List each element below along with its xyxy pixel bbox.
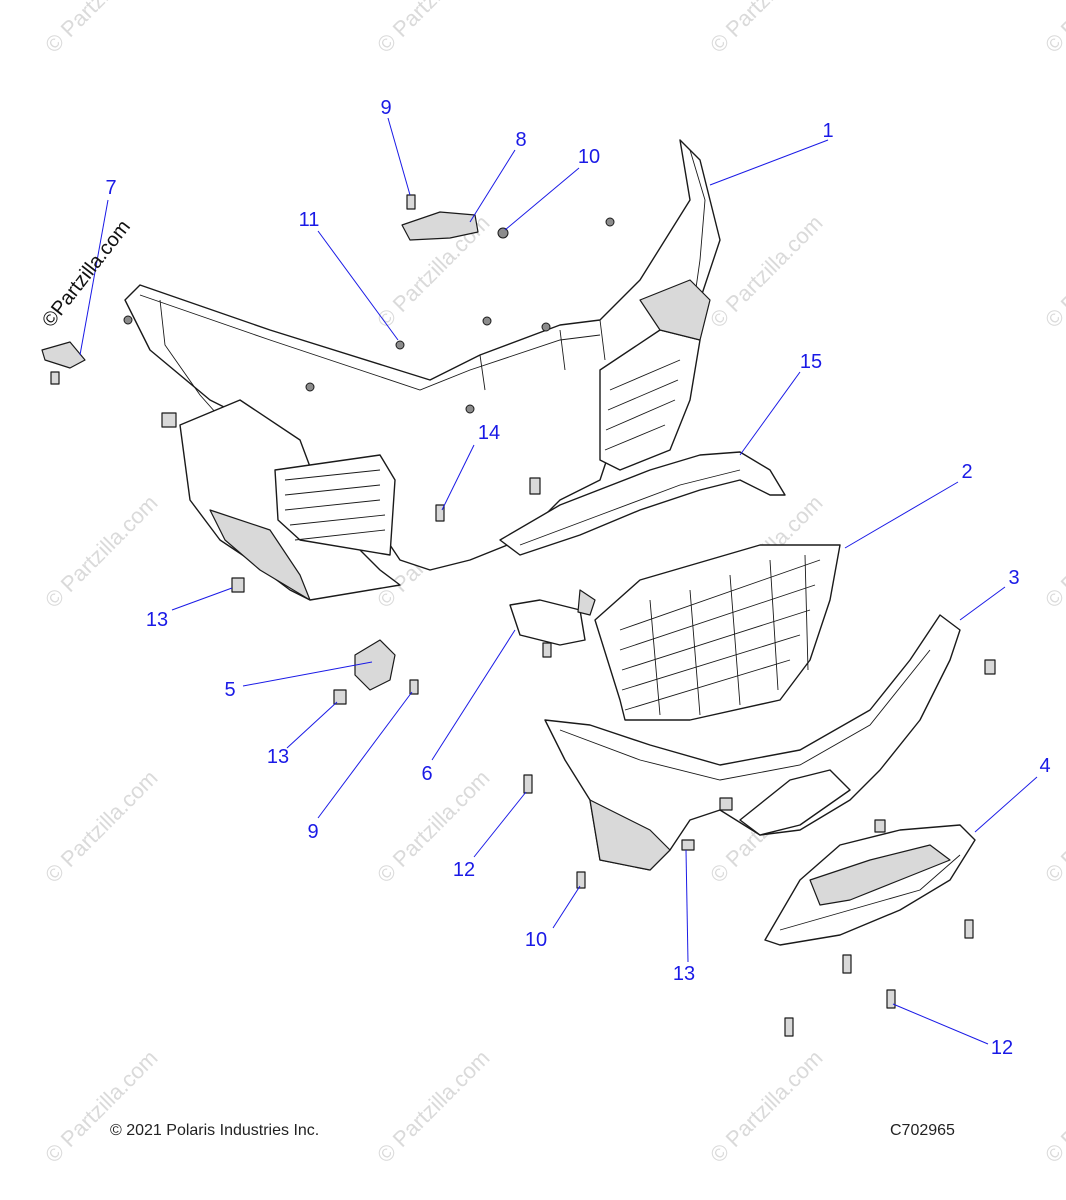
bracket-part-8 [401, 211, 479, 241]
callout-5: 5 [224, 679, 236, 701]
front-frame-part [123, 139, 721, 601]
callout-11: 11 [298, 209, 320, 231]
copyright-notice: © 2021 Polaris Industries Inc. [110, 1122, 320, 1139]
skid-plate-part [764, 824, 976, 946]
bracket-part-5 [354, 639, 396, 691]
grille-part [594, 544, 841, 721]
callout-12: 12 [990, 1037, 1014, 1059]
callout-1: 1 [822, 120, 834, 142]
callout-4: 4 [1039, 755, 1051, 777]
clip-part-7 [41, 341, 86, 369]
leader-lines [79, 117, 1038, 1045]
callout-8: 8 [515, 129, 527, 151]
callout-13: 13 [145, 609, 169, 631]
callout-2: 2 [961, 461, 973, 483]
callout-14: 14 [477, 422, 501, 444]
callout-3: 3 [1008, 567, 1020, 589]
drawing-number: C702965 [890, 1122, 955, 1139]
callout-9-b: 9 [307, 821, 319, 843]
callout-9: 9 [380, 97, 392, 119]
trim-strip-part [499, 451, 786, 556]
callout-13-c: 13 [672, 963, 696, 985]
callout-10: 10 [577, 146, 601, 168]
callout-6: 6 [421, 763, 433, 785]
callout-10-b: 10 [524, 929, 548, 951]
callout-12-b: 12 [452, 859, 476, 881]
fastener-set [50, 194, 996, 1037]
bracket-part-6 [509, 589, 596, 646]
callout-15: 15 [799, 351, 823, 373]
callout-7: 7 [105, 177, 117, 199]
callout-13-b: 13 [266, 746, 290, 768]
lower-fascia-part [544, 614, 961, 871]
